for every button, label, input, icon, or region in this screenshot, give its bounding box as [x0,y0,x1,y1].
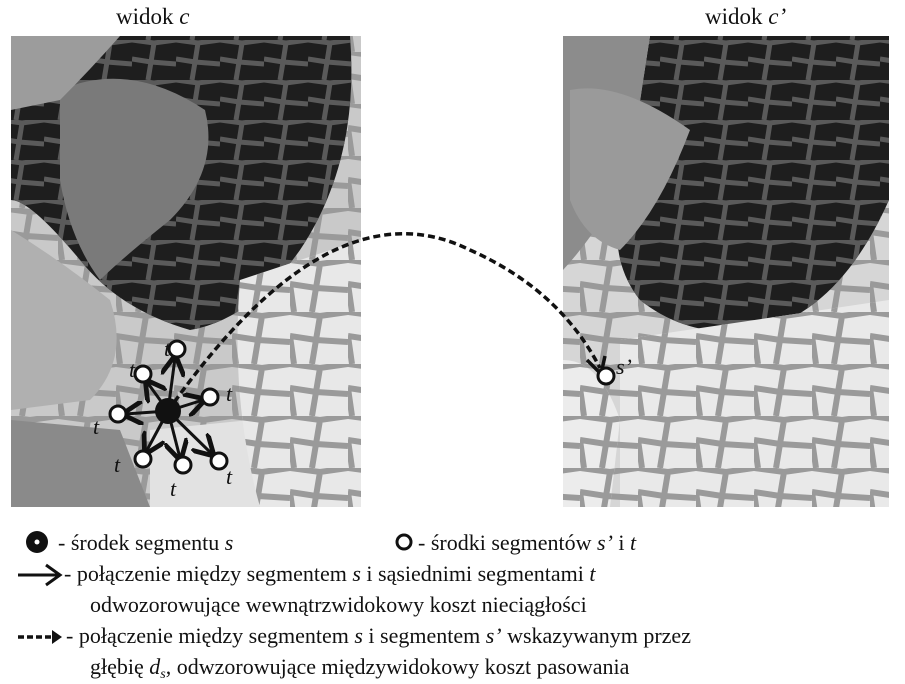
legend-dashed-line1-v1: s [354,623,363,648]
legend-solid-line1-b: i sąsiednimi segmentami [361,561,590,586]
legend-centers-mid: i [613,530,630,555]
legend-center-s-text: - środek segmentu [58,530,225,555]
legend-dashed-line2-b: , odwzorowujące międzywidokowy koszt pas… [166,654,630,679]
t-label: t [129,357,136,382]
legend-open-circle-icon [397,535,411,549]
t-label: t [226,464,233,489]
legend-dashed-line2-a: głębię [90,654,149,679]
t-label: t [170,476,177,501]
t-label: t [114,452,121,477]
neighbour-t-center [135,366,151,382]
legend-solid-line1: - połączenie między segmentem s i sąsied… [64,563,596,585]
legend-solid-line1-v1: s [352,561,361,586]
legend-dashed-line1-c: wskazywanym przez [502,623,691,648]
t-label: t [226,381,233,406]
segment-s-center [155,398,181,424]
legend-solid-line1-a: - połączenie między segmentem [64,561,352,586]
legend-center-s: - środek segmentu s [58,532,233,554]
neighbour-t-center [135,451,151,467]
legend-centers-st: - środki segmentów s’ i t [418,532,636,554]
t-label: t [164,336,171,361]
neighbour-t-center [169,341,185,357]
segment-s-prime-center [598,368,614,384]
neighbour-t-center [110,406,126,422]
legend-dashed-line1-a: - połączenie między segmentem [66,623,354,648]
legend-solid-arrow-icon [18,565,60,585]
legend-dashed-line2-v: d [149,654,160,679]
neighbour-t-center [202,389,218,405]
view-c-image [11,36,361,507]
legend-solid-line1-v2: t [589,561,595,586]
legend-center-s-var: s [225,530,234,555]
legend-centers-var1: s’ [597,530,613,555]
legend-dashed-line1-v2: s’ [486,623,502,648]
legend-dashed-line1-b: i segmentem [363,623,486,648]
legend-centers-var2: t [630,530,636,555]
legend-solid-line2: odwozorowujące wewnątrzwidokowy koszt ni… [90,594,587,616]
neighbour-t-center [175,457,191,473]
legend-dashed-arrow-icon [18,630,62,644]
t-label: t [93,414,100,439]
legend-dashed-line1: - połączenie między segmentem s i segmen… [66,625,691,647]
view-c-prime-image [563,36,889,507]
legend-dashed-line2: głębię ds, odwzorowujące międzywidokowy … [90,656,629,682]
neighbour-t-center [211,453,227,469]
s-prime-label: s’ [616,354,632,379]
legend-centers-text: - środki segmentów [418,530,597,555]
